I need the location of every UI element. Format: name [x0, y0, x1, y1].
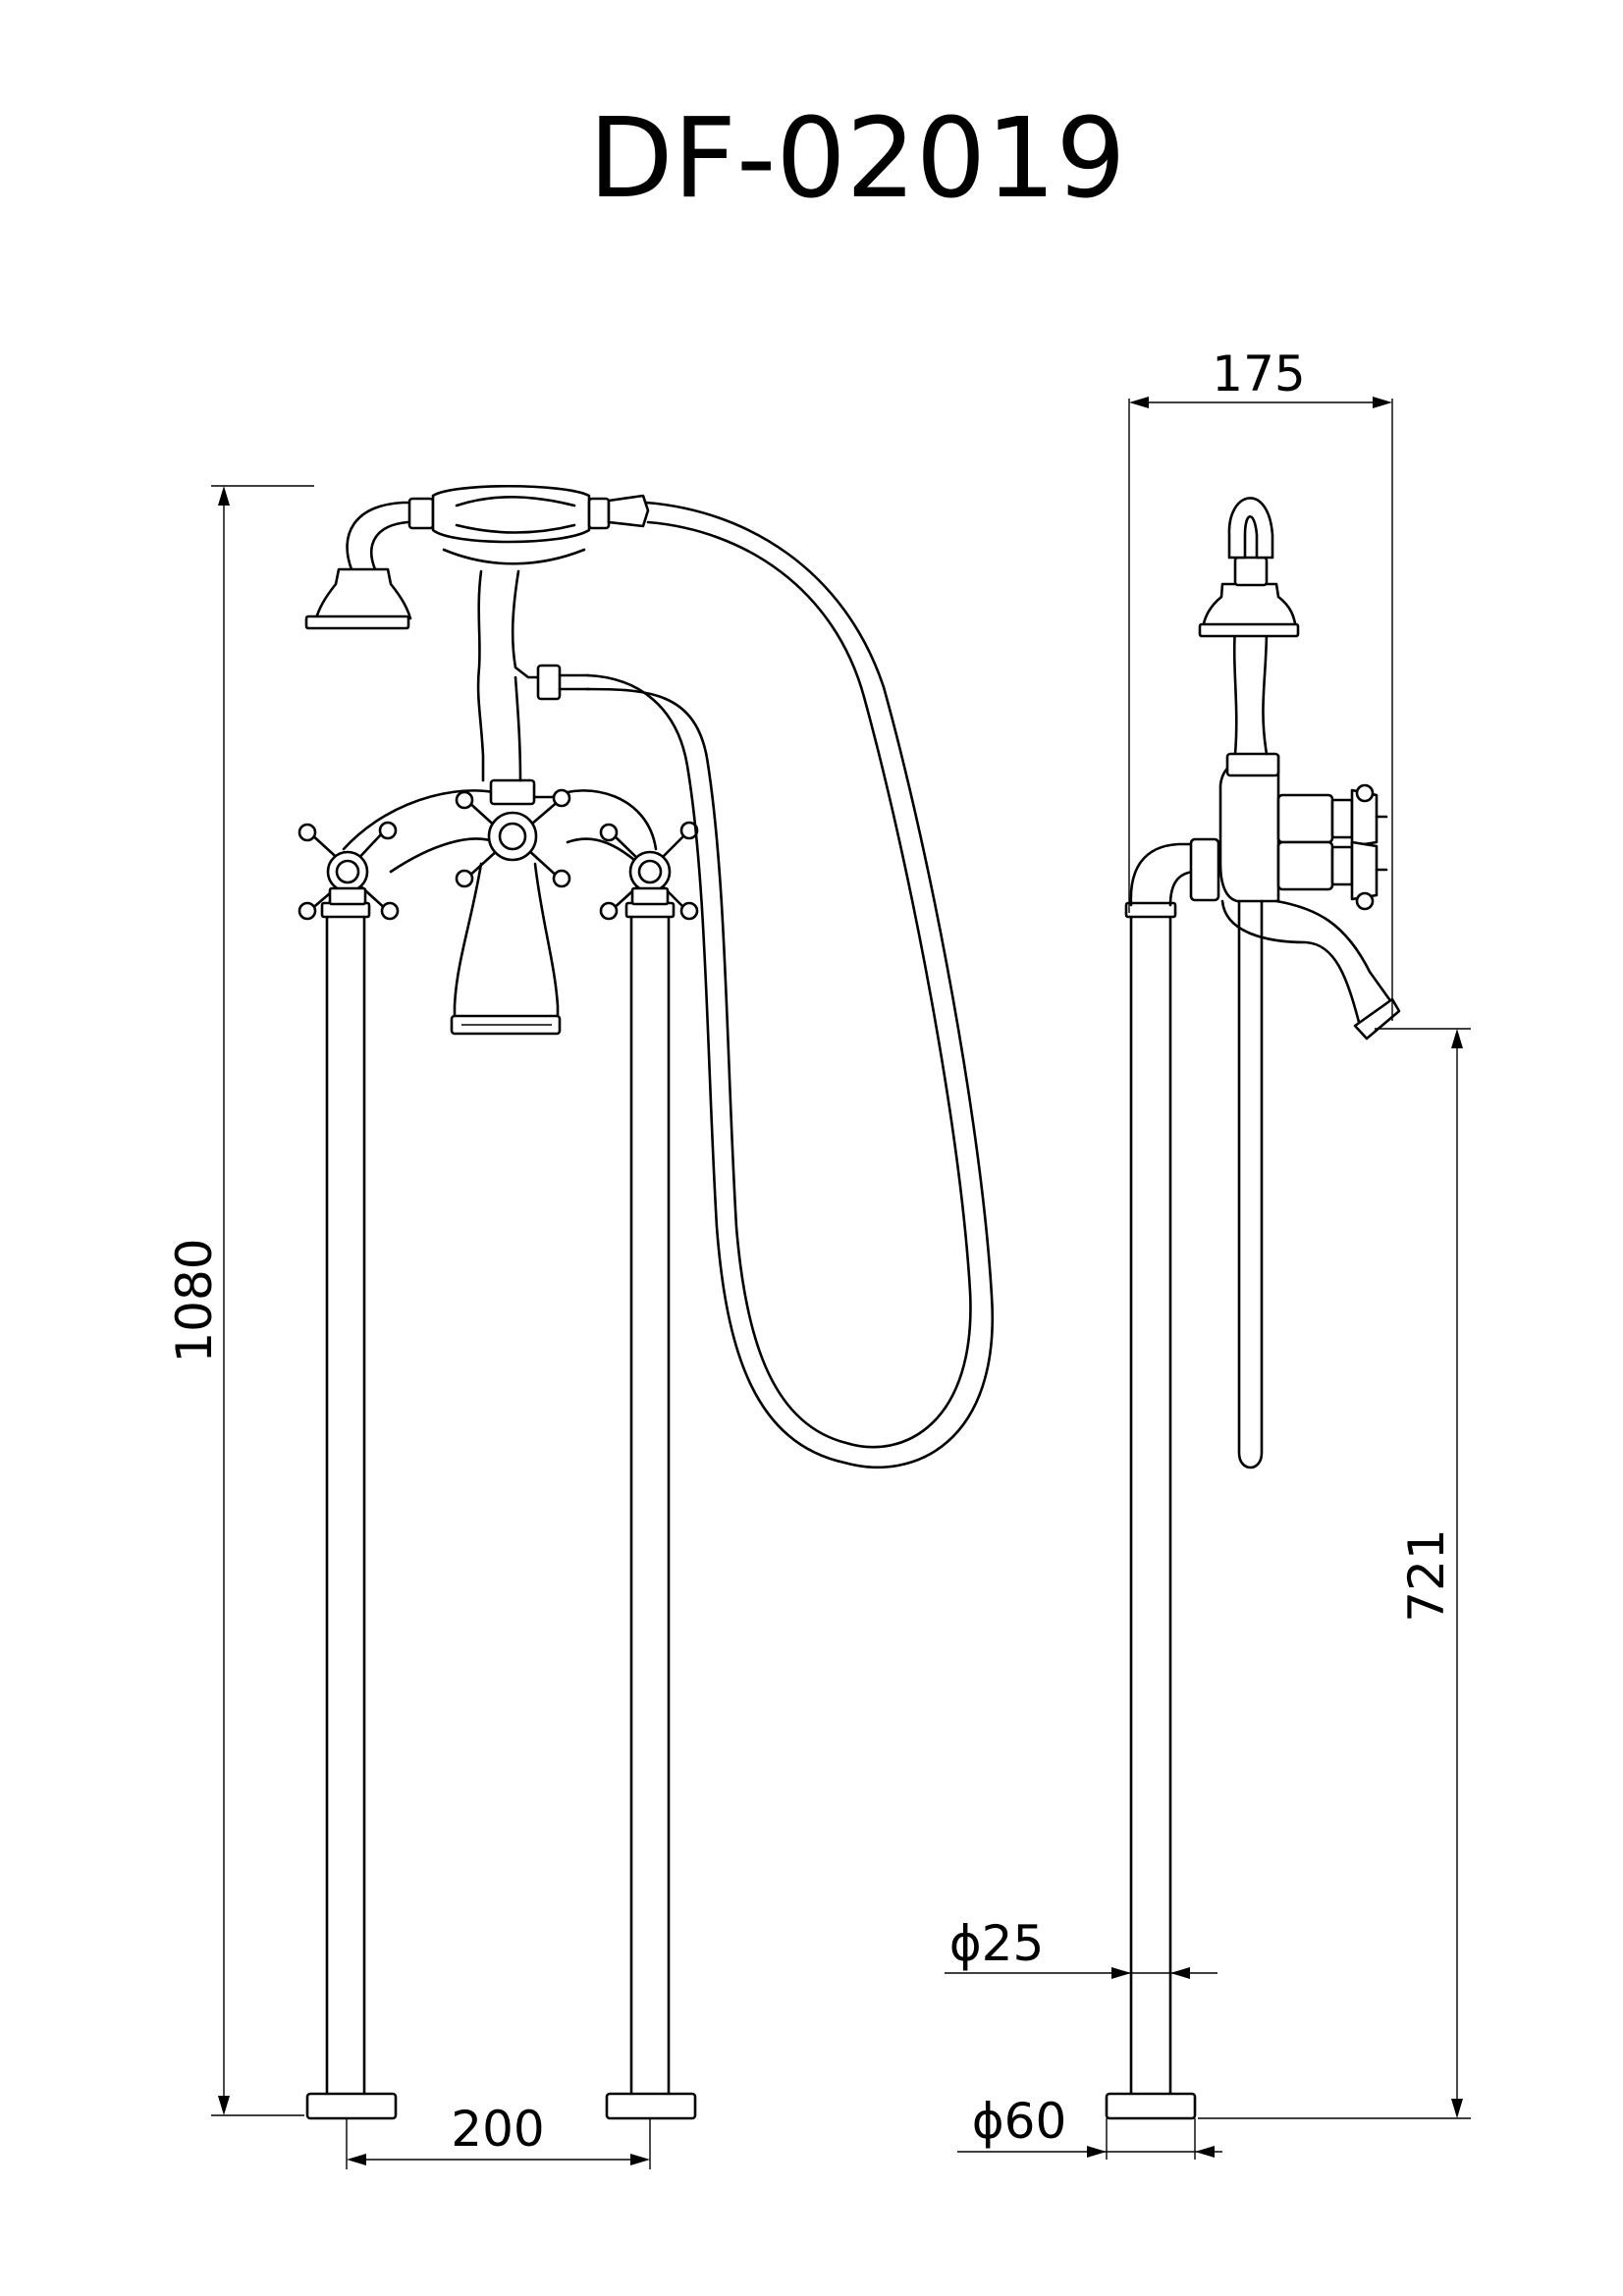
spout-height-label: 721	[1398, 1528, 1455, 1622]
side-spout	[1220, 899, 1401, 1041]
base-diameter-dimension: ϕ60	[957, 2093, 1222, 2160]
depth-dimension: 175	[1128, 346, 1393, 1021]
depth-label: 175	[1212, 346, 1305, 402]
pipe-diameter-label: ϕ25	[949, 1915, 1045, 1972]
right-cross-handle	[599, 821, 699, 921]
pipe-diameter-dimension: ϕ25	[945, 1915, 1217, 1979]
side-handles	[1330, 783, 1388, 911]
front-view: 1080 200	[166, 485, 995, 2169]
shower-hose	[585, 501, 995, 1469]
side-standpipe	[1105, 901, 1197, 2120]
center-cross-handle	[455, 778, 571, 888]
base-diameter-label: ϕ60	[972, 2093, 1067, 2150]
spout-height-dimension: 721	[1198, 1028, 1471, 2119]
model-title: DF-02019	[588, 95, 1125, 223]
side-elbow	[1129, 837, 1220, 907]
total-height-label: 1080	[166, 1238, 223, 1362]
bath-spout	[450, 862, 562, 1036]
side-valve-body	[1218, 752, 1334, 903]
right-standpipe	[605, 901, 697, 2120]
side-hose	[1237, 899, 1264, 1469]
hand-shower	[304, 485, 650, 630]
side-riser	[1198, 497, 1300, 756]
total-height-dimension: 1080	[166, 485, 314, 2116]
side-view: 175 721 ϕ25 ϕ60	[945, 346, 1471, 2160]
handset-cradle	[476, 569, 591, 782]
left-cross-handle	[298, 821, 400, 921]
spacing-dimension: 200	[346, 2101, 651, 2169]
spacing-label: 200	[451, 2101, 544, 2158]
left-standpipe	[305, 901, 398, 2120]
